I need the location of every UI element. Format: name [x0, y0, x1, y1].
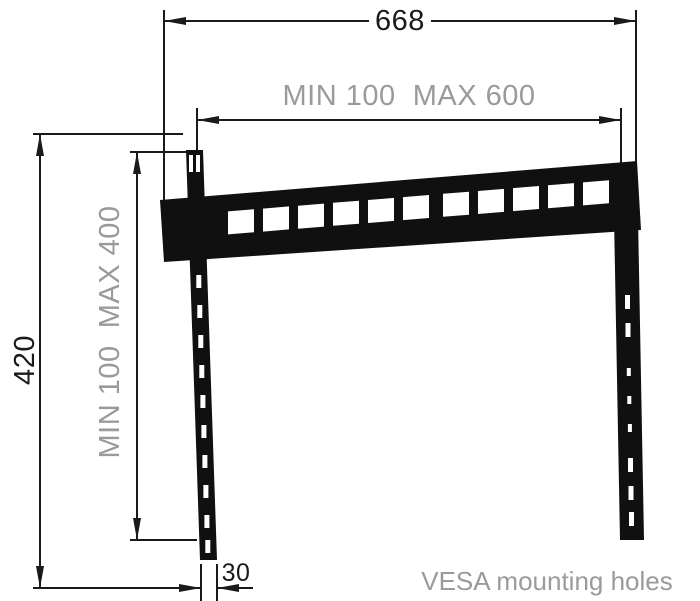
vesa-slot: [196, 155, 200, 172]
dim-vesa-horizontal-label: MIN 100 MAX 600: [283, 80, 536, 112]
vesa-slot: [205, 540, 211, 553]
vesa-slot: [189, 155, 193, 172]
dim-rail-width: 30: [179, 559, 253, 601]
dim-total-height-label: 420: [9, 335, 41, 385]
arrowhead-down-icon: [133, 518, 141, 540]
vesa-slot: [625, 295, 630, 309]
bar-cutout: [583, 180, 609, 206]
arrowhead-right-icon: [599, 116, 621, 124]
vesa-slot: [626, 368, 631, 376]
vesa-slot: [627, 424, 632, 432]
dim-total-width: 668: [163, 5, 637, 200]
vesa-slot: [629, 512, 634, 526]
bar-cutout: [548, 183, 574, 209]
vesa-slot: [628, 458, 633, 472]
vesa-slot: [627, 396, 632, 404]
bar-cutout: [368, 197, 394, 223]
vesa-slot: [196, 275, 202, 288]
caption-vesa-mounting-holes: VESA mounting holes: [421, 566, 673, 596]
dim-total-width-label: 668: [375, 5, 425, 37]
vesa-slot: [625, 323, 631, 337]
bar-cutout: [443, 191, 469, 217]
bar-cutout: [228, 209, 254, 235]
vesa-slot: [199, 365, 205, 378]
bar-center-hole: [427, 248, 433, 254]
vesa-slot: [198, 335, 204, 348]
arrowhead-left-icon: [197, 116, 219, 124]
dim-vesa-vertical-label: MIN 100 MAX 400: [94, 206, 126, 459]
vesa-slot: [203, 485, 209, 498]
dim-total-height: 420: [9, 133, 201, 589]
mount-right-rail: [613, 163, 644, 540]
arrowhead-right-icon: [179, 584, 201, 592]
arrowhead-down-icon: [36, 566, 44, 588]
vesa-slot: [200, 395, 206, 408]
vesa-slot: [197, 305, 203, 318]
bar-cutout: [513, 186, 539, 212]
arrowhead-up-icon: [36, 134, 44, 156]
bar-cutout: [403, 195, 429, 221]
mount-bar: [160, 161, 641, 262]
arrowhead-left-icon: [217, 584, 239, 592]
vesa-slot: [202, 455, 208, 468]
arrowhead-left-icon: [164, 17, 186, 25]
bar-cutout: [263, 206, 289, 232]
dim-vesa-vertical: MIN 100 MAX 400: [94, 151, 197, 541]
dim-vesa-horizontal: MIN 100 MAX 600: [196, 80, 622, 164]
dim-rail-width-label: 30: [222, 559, 251, 587]
vesa-slot: [204, 515, 210, 528]
vesa-slot: [201, 425, 207, 438]
arrowhead-up-icon: [133, 152, 141, 174]
bar-cutout: [478, 188, 504, 214]
arrowhead-right-icon: [614, 17, 636, 25]
vesa-slot: [628, 486, 634, 500]
wall-mount-drawing: [160, 150, 644, 560]
bar-cutout: [333, 200, 359, 226]
bar-cutout: [298, 203, 324, 229]
